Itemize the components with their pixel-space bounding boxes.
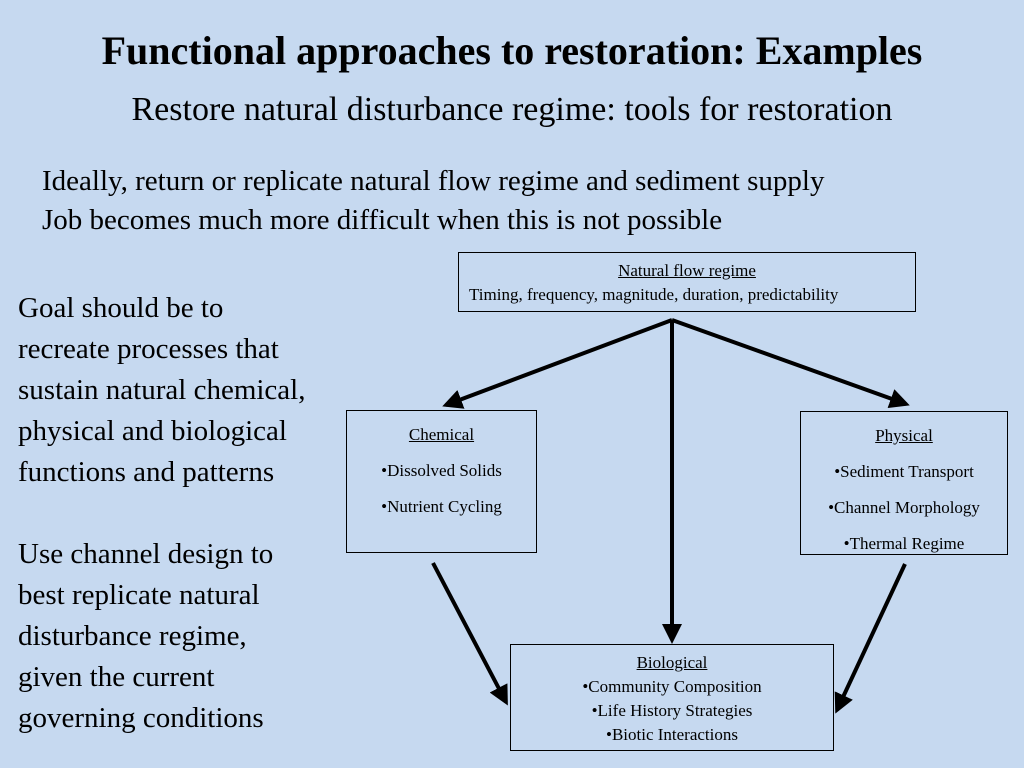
arrow-flow-to-physical — [671, 318, 910, 409]
goal-line: physical and biological — [18, 415, 287, 447]
flow-heading: Natural flow regime — [618, 261, 756, 280]
chemical-box: Chemical •Dissolved Solids •Nutrient Cyc… — [346, 410, 537, 553]
physical-item: •Sediment Transport — [834, 462, 974, 481]
goal-line: recreate processes that — [18, 333, 279, 365]
natural-flow-regime-box: Natural flow regime Timing, frequency, m… — [458, 252, 916, 312]
design-line: governing conditions — [18, 702, 264, 734]
arrow-chemical-to-biological — [431, 562, 508, 706]
chemical-item: •Nutrient Cycling — [381, 497, 502, 516]
intro-line: Job becomes much more difficult when thi… — [42, 204, 723, 236]
chemical-item: •Dissolved Solids — [381, 461, 502, 480]
biological-heading: Biological — [636, 653, 708, 672]
design-line: Use channel design to — [18, 538, 274, 570]
goal-text: Goal should be to recreate processes tha… — [18, 288, 353, 739]
intro-line: Ideally, return or replicate natural flo… — [42, 165, 825, 197]
physical-box: Physical •Sediment Transport •Channel Mo… — [800, 411, 1008, 555]
goal-line: Goal should be to — [18, 292, 224, 324]
arrow-flow-to-chemical — [442, 318, 673, 409]
flow-detail: Timing, frequency, magnitude, duration, … — [469, 285, 839, 304]
slide-subtitle: Restore natural disturbance regime: tool… — [131, 91, 893, 128]
goal-line: sustain natural chemical, — [18, 374, 306, 406]
physical-item: •Thermal Regime — [843, 534, 965, 553]
design-line: given the current — [18, 661, 215, 693]
design-line: best replicate natural — [18, 579, 260, 611]
biological-item: •Community Composition — [582, 677, 762, 696]
slide-title: Functional approaches to restoration: Ex… — [101, 28, 923, 73]
biological-box: Biological •Community Composition •Life … — [510, 644, 834, 751]
design-line: disturbance regime, — [18, 620, 247, 652]
goal-line: functions and patterns — [18, 456, 275, 488]
physical-item: •Channel Morphology — [828, 498, 980, 517]
physical-heading: Physical — [875, 426, 933, 445]
intro-text: Ideally, return or replicate natural flo… — [42, 162, 824, 240]
arrow-physical-to-biological — [834, 563, 907, 714]
biological-item: •Life History Strategies — [591, 701, 753, 720]
chemical-heading: Chemical — [408, 425, 475, 444]
biological-item: •Biotic Interactions — [606, 725, 738, 744]
